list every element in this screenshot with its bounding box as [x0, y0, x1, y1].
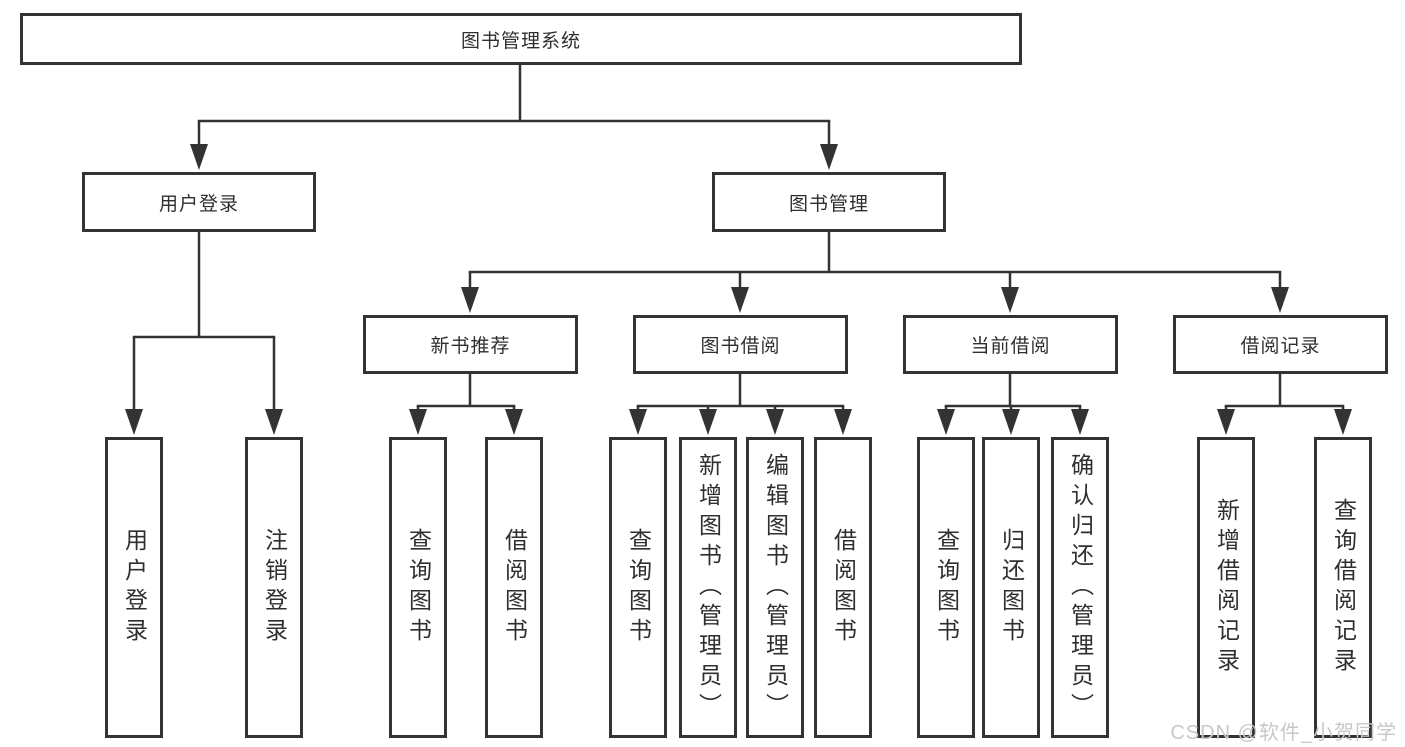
leaf-query-books-current: 查询图书	[917, 437, 975, 738]
leaf-edit-books-admin: 编辑图书（管理员）	[746, 437, 804, 738]
leaf-query-books-borrow: 查询图书	[609, 437, 667, 738]
leaf-confirm-return-admin: 确认归还（管理员）	[1051, 437, 1109, 738]
node-borrow-records: 借阅记录	[1173, 315, 1388, 374]
leaf-label: 新增借阅记录	[1213, 497, 1240, 678]
node-label: 图书管理	[788, 193, 869, 215]
node-label: 借阅记录	[1240, 336, 1321, 357]
leaf-add-borrow-record: 新增借阅记录	[1197, 437, 1255, 738]
node-label: 图书管理系统	[460, 30, 581, 52]
node-library-management-system: 图书管理系统	[20, 13, 1022, 65]
node-user-login: 用户登录	[82, 172, 316, 232]
node-book-borrow: 图书借阅	[633, 315, 848, 374]
leaf-logout: 注销登录	[245, 437, 303, 738]
leaf-query-books-newbooks: 查询图书	[389, 437, 447, 738]
leaf-label: 新增图书（管理员）	[695, 452, 722, 723]
leaf-label: 注销登录	[261, 527, 288, 648]
leaf-label: 用户登录	[121, 527, 148, 648]
leaf-label: 借阅图书	[501, 527, 528, 648]
node-label: 当前借阅	[970, 336, 1051, 357]
leaf-label: 编辑图书（管理员）	[762, 452, 789, 723]
leaf-return-books: 归还图书	[982, 437, 1040, 738]
leaf-label: 确认归还（管理员）	[1067, 452, 1094, 723]
leaf-query-borrow-record: 查询借阅记录	[1314, 437, 1372, 738]
leaf-borrow-books-newbooks: 借阅图书	[485, 437, 543, 738]
node-book-management: 图书管理	[712, 172, 946, 232]
leaf-borrow-books: 借阅图书	[814, 437, 872, 738]
node-label: 用户登录	[158, 193, 239, 215]
leaf-label: 查询图书	[933, 527, 960, 648]
leaf-label: 借阅图书	[830, 527, 857, 648]
leaf-label: 归还图书	[998, 527, 1025, 648]
leaf-label: 查询图书	[405, 527, 432, 648]
leaf-add-books-admin: 新增图书（管理员）	[679, 437, 737, 738]
node-label: 图书借阅	[700, 336, 781, 357]
leaf-label: 查询图书	[625, 527, 652, 648]
node-label: 新书推荐	[430, 336, 511, 357]
leaf-user-login: 用户登录	[105, 437, 163, 738]
node-current-borrow: 当前借阅	[903, 315, 1118, 374]
node-new-book-recommend: 新书推荐	[363, 315, 578, 374]
leaf-label: 查询借阅记录	[1330, 497, 1357, 678]
